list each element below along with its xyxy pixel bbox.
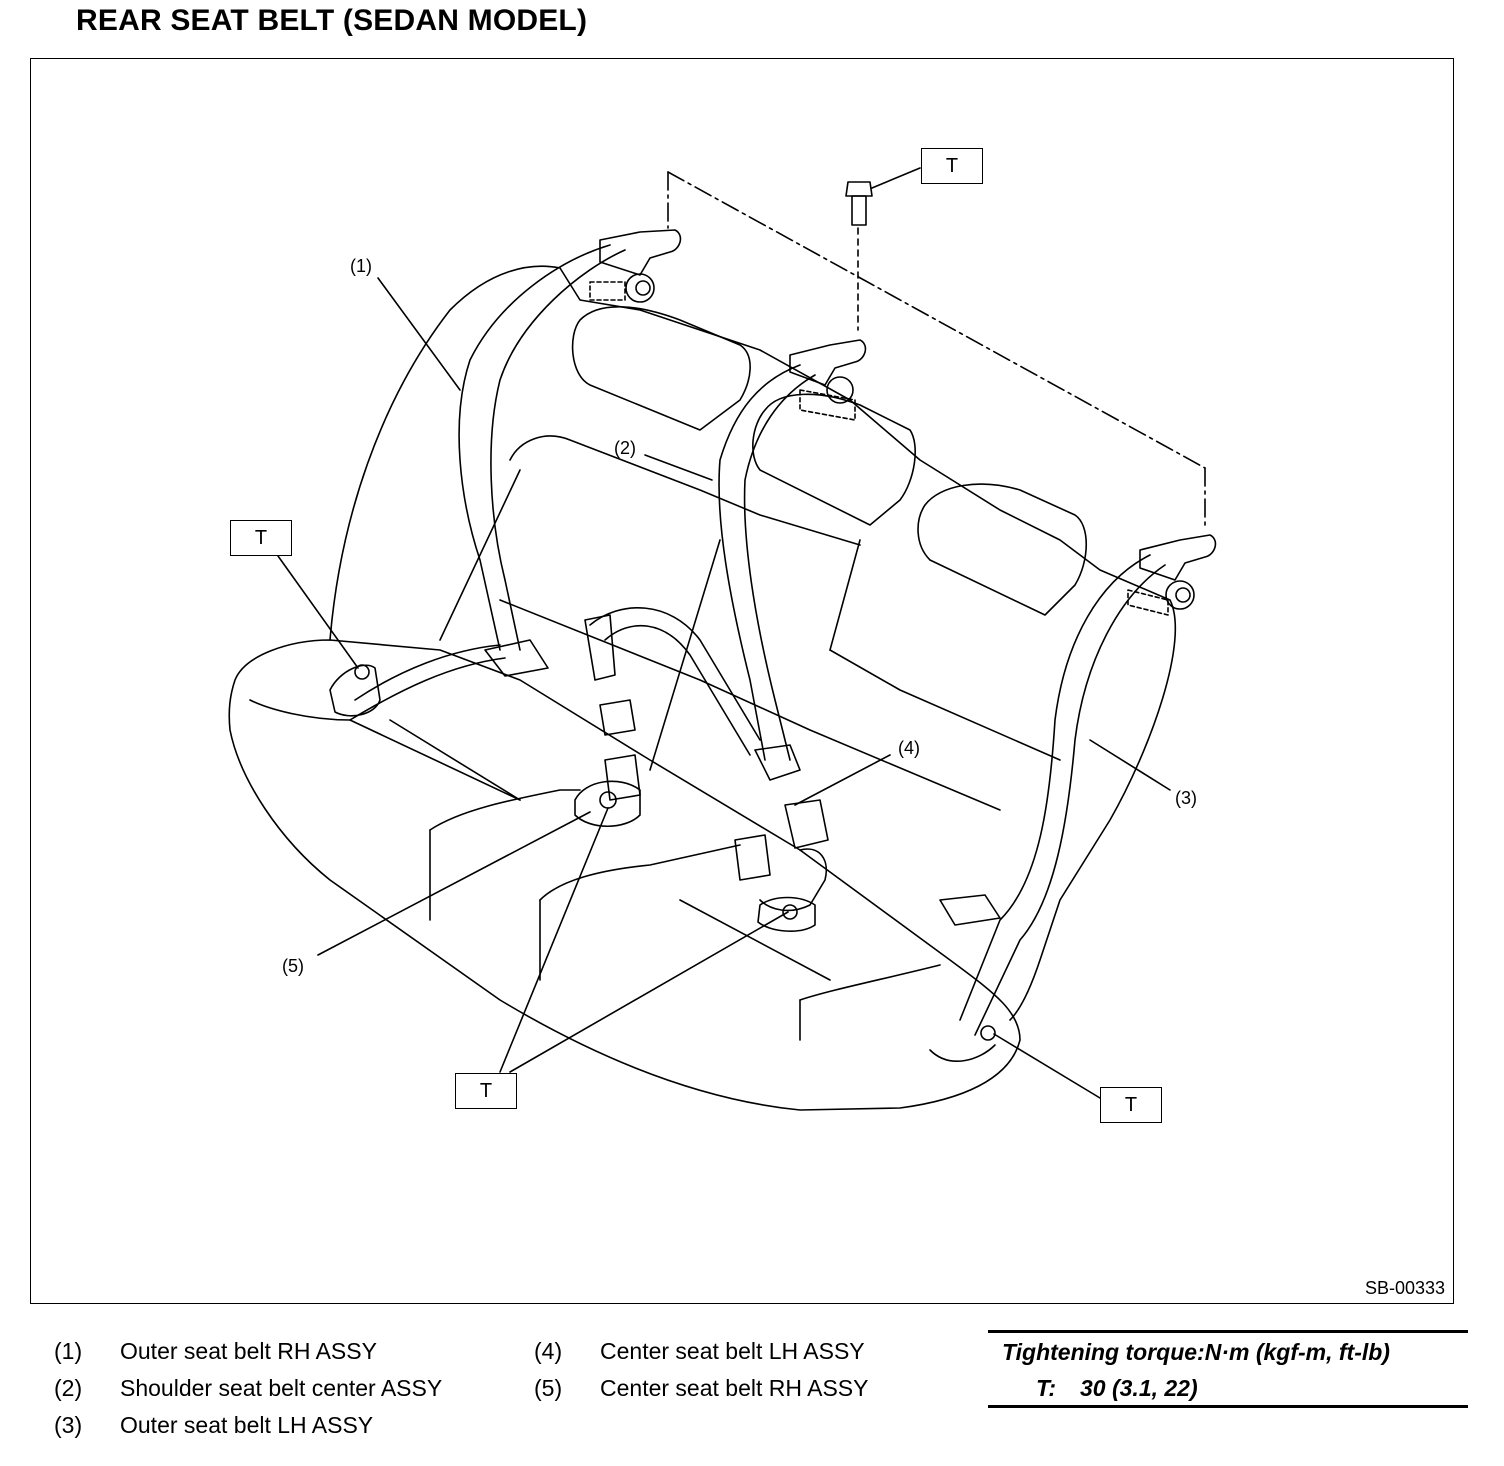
belt-outer-rh (490, 249, 626, 651)
guide-lh (939, 894, 1001, 926)
retractor-center (826, 376, 854, 404)
hidden-bracket (799, 389, 856, 421)
torque-box-left: T (230, 520, 292, 556)
leader-t-top (871, 167, 921, 189)
belt-outer-lh (974, 564, 1166, 1036)
legend-number: (5) (534, 1375, 563, 1401)
legend-text: Center seat belt RH ASSY (600, 1375, 869, 1401)
legend-number: (2) (54, 1375, 83, 1401)
seat-cushion-seam (799, 964, 941, 1001)
buckle-center-lh (784, 799, 829, 849)
seat-cushion-outline (228, 639, 1021, 1111)
bolt-head (635, 280, 651, 296)
phantom-line (667, 171, 1206, 469)
buckle-anchor (757, 896, 816, 932)
tongue-lap (584, 614, 616, 681)
seat-back-seam (649, 539, 721, 771)
belt-outer-lh-lap (929, 1044, 996, 1062)
buckle-center-rh (604, 754, 641, 801)
callout-5: (5) (282, 956, 304, 976)
leader-1 (377, 277, 461, 391)
leader-3 (1089, 739, 1171, 791)
seat-cushion-seam (679, 899, 831, 981)
bolt-head (354, 664, 370, 680)
torque-box-right: T (1100, 1087, 1162, 1123)
belt-anchor-rh-top (599, 229, 682, 276)
belt-outer-rh (458, 244, 611, 651)
callout-1: (1) (350, 256, 372, 276)
headrest-right (917, 483, 1088, 616)
buckle-center-lh (759, 848, 827, 912)
leader-t-bottom (509, 911, 789, 1073)
figure-id: SB-00333 (1364, 1278, 1445, 1298)
hidden-bracket (589, 281, 626, 301)
bolt (845, 181, 873, 197)
belt-outer-rh-lap (354, 644, 501, 701)
legend-text: Outer seat belt LH ASSY (120, 1412, 374, 1438)
hidden-bracket (1127, 589, 1169, 616)
retractor-lh (1165, 580, 1195, 610)
legend-number: (1) (54, 1338, 83, 1364)
belt-anchor-center-top (789, 339, 867, 386)
buckle-center-rh (599, 699, 636, 736)
seat-back-seam (829, 649, 1061, 761)
headrest-left (571, 306, 751, 431)
seat-cushion-seam (429, 789, 581, 831)
buckle-center-rh-lower (734, 834, 771, 881)
leader-t-left (277, 555, 359, 669)
guide-rh (484, 639, 549, 677)
belt-shoulder-center (743, 374, 816, 761)
belt-shoulder-center (718, 364, 801, 761)
seat-back-seam (509, 435, 861, 546)
leader-4 (794, 754, 891, 806)
callout-4: (4) (898, 738, 920, 758)
belt-anchor-lh-top (1139, 534, 1217, 581)
seat-cushion-seam (539, 844, 741, 901)
bolt-head (1175, 587, 1191, 603)
torque-symbol: T: (1036, 1375, 1057, 1401)
legend-text: Shoulder seat belt center ASSY (120, 1375, 443, 1401)
leader-t-bottom (499, 807, 609, 1073)
anchor-plate-rh-floor (329, 664, 381, 717)
legend-number: (3) (54, 1412, 83, 1438)
seat-back-seam (499, 599, 1001, 811)
belt-shoulder-center-lap (604, 624, 751, 756)
bolt-shank (851, 195, 867, 226)
legend-text: Center seat belt LH ASSY (600, 1338, 865, 1364)
torque-value: 30 (3.1, 22) (1080, 1375, 1198, 1401)
seat-cushion-seam (389, 719, 521, 801)
headrest-center (752, 393, 916, 526)
torque-box-top: T (921, 148, 983, 184)
callout-3: (3) (1175, 788, 1197, 808)
seat-back-seam (829, 539, 861, 651)
retractor-rh (625, 273, 655, 303)
page-title: REAR SEAT BELT (SEDAN MODEL) (76, 4, 588, 37)
tongue-center (754, 744, 801, 781)
leader-t-right (993, 1033, 1101, 1099)
torque-box-bottom: T (455, 1073, 517, 1109)
legend-text: Outer seat belt RH ASSY (120, 1338, 377, 1364)
legend-number: (4) (534, 1338, 563, 1364)
belt-outer-rh-lap (349, 657, 506, 721)
seat-back-outline (329, 265, 1177, 1021)
leader-2 (644, 454, 713, 481)
torque-spec: Tightening torque:N·m (kgf-m, ft-lb) T: … (988, 1330, 1468, 1408)
leader-5 (317, 811, 591, 956)
belt-outer-lh (959, 554, 1151, 1021)
torque-title: Tightening torque:N·m (kgf-m, ft-lb) (1002, 1339, 1390, 1365)
callout-2: (2) (614, 438, 636, 458)
bolt-head (782, 904, 798, 920)
seat-cushion-seam (249, 699, 521, 801)
diagram-frame: SB-00333 (30, 58, 1454, 1304)
buckle-anchor (574, 780, 641, 827)
seat-back-seam (439, 469, 521, 641)
bolt-head (980, 1025, 996, 1041)
